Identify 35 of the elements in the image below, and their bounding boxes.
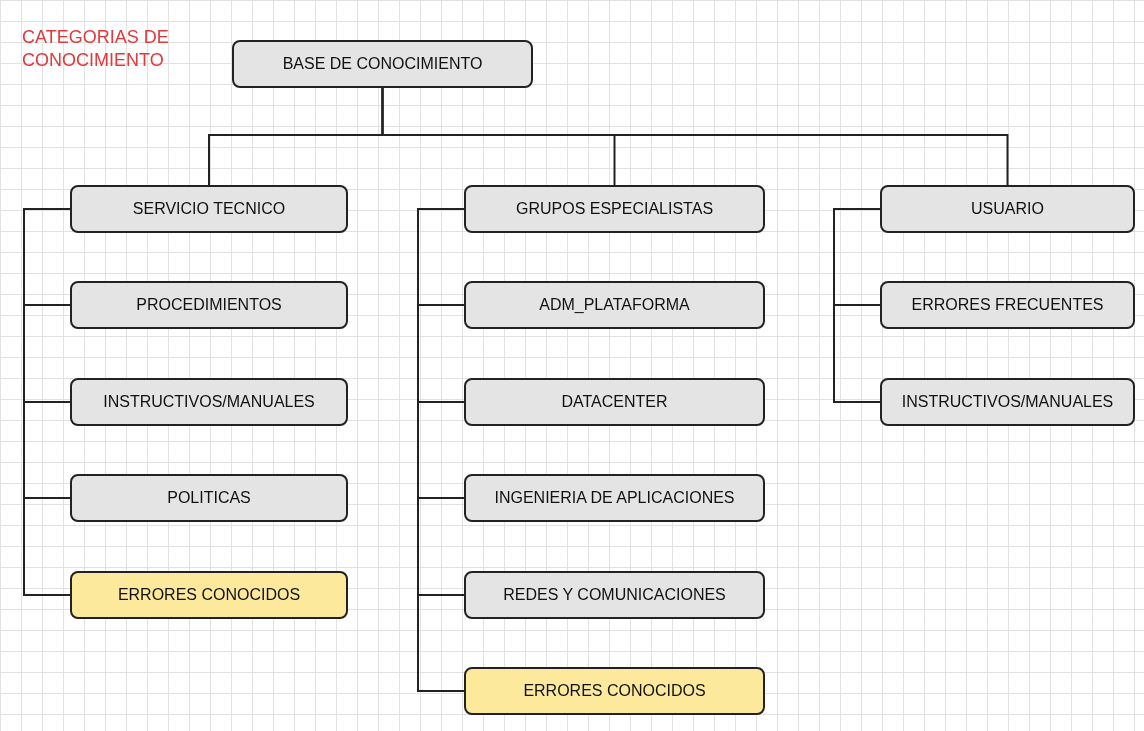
note-text: CATEGORIAS DE CONOCIMIENTO (22, 26, 170, 72)
category-label: GRUPOS ESPECIALISTAS (515, 200, 714, 218)
category-label: INGENIERIA DE APLICACIONES (494, 489, 735, 507)
category-label: ERRORES CONOCIDOS (523, 682, 706, 700)
category-box (464, 667, 765, 715)
category-box (880, 378, 1135, 426)
category-label: INSTRUCTIVOS/MANUALES (103, 393, 315, 411)
category-box (70, 378, 348, 426)
category-box (70, 474, 348, 522)
category-box (464, 474, 765, 522)
category-box (232, 40, 533, 88)
category-label: ADM_PLATAFORMA (539, 296, 690, 314)
connector-line (417, 208, 465, 692)
category-label: POLITICAS (167, 489, 251, 507)
category-label: BASE DE CONOCIMIENTO (282, 55, 483, 73)
category-label: ERRORES FRECUENTES (911, 296, 1104, 314)
category-box (70, 571, 348, 619)
category-box (464, 378, 765, 426)
category-label: ERRORES CONOCIDOS (117, 586, 301, 604)
category-label: PROCEDIMIENTOS (136, 296, 282, 314)
category-label: USUARIO (971, 200, 1044, 218)
category-label: INSTRUCTIVOS/MANUALES (901, 393, 1114, 411)
category-box (464, 281, 765, 329)
category-label: REDES Y COMUNICACIONES (503, 586, 726, 604)
connector-line (23, 208, 71, 596)
connector-line (833, 208, 881, 403)
category-box (464, 571, 765, 619)
connector-line (381, 87, 1009, 186)
category-box (880, 185, 1135, 233)
category-box (70, 281, 348, 329)
category-box (70, 185, 348, 233)
category-label: SERVICIO TECNICO (132, 200, 286, 218)
category-box (464, 185, 765, 233)
category-box (880, 281, 1135, 329)
category-label: DATACENTER (561, 393, 668, 411)
